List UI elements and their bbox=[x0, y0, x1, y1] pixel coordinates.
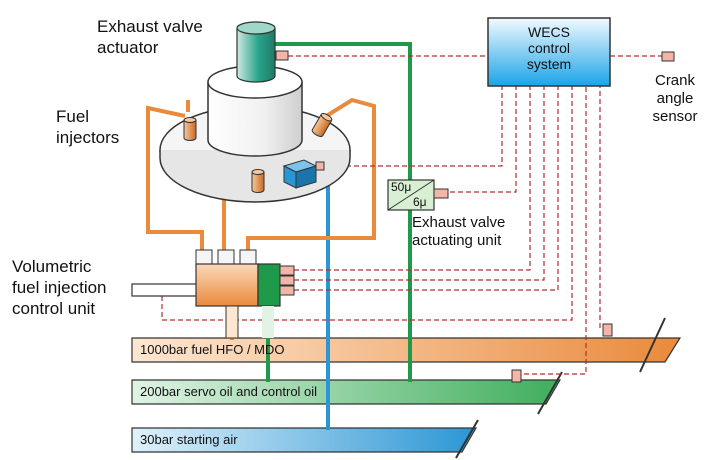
servo-rail-label: 200bar servo oil and control oil bbox=[140, 384, 318, 399]
servo-rail-sensor bbox=[511, 369, 522, 383]
ratio-bottom-label: 6μ bbox=[413, 195, 427, 209]
wecs-control-box bbox=[487, 17, 611, 87]
control-signal-lines bbox=[161, 55, 662, 375]
wecs-label: WECS control system bbox=[526, 24, 572, 72]
crank-angle-sensor bbox=[661, 51, 675, 62]
ratio-top-label: 50μ bbox=[391, 180, 412, 194]
fuel-injector-front bbox=[251, 169, 265, 193]
air-rail-label: 30bar starting air bbox=[140, 432, 238, 447]
fuel-rail-label: 1000bar fuel HFO / MDO bbox=[140, 342, 285, 357]
starting-air-rail bbox=[131, 419, 479, 459]
exhaust-actuating-unit bbox=[387, 179, 449, 211]
fuel-rail-sensor bbox=[602, 323, 613, 337]
starting-air-valve bbox=[282, 159, 325, 189]
servo-oil-rail bbox=[131, 371, 563, 415]
exhaust-valve-actuator bbox=[236, 21, 289, 83]
crank-angle-sensor-label: Crank angle sensor bbox=[652, 72, 698, 125]
fuel-injector-left bbox=[183, 117, 197, 141]
exhaust-valve-actuator-label: Exhaust valve actuator bbox=[97, 17, 203, 57]
fuel-injectors-label: Fuel injectors bbox=[56, 107, 120, 147]
volumetric-control-unit bbox=[131, 249, 295, 339]
volumetric-unit-label: Volumetric fuel injection control unit bbox=[12, 257, 107, 318]
exhaust-actuating-unit-label: Exhaust valve actuating unit bbox=[412, 214, 506, 249]
fuel-injector-right bbox=[311, 113, 333, 137]
